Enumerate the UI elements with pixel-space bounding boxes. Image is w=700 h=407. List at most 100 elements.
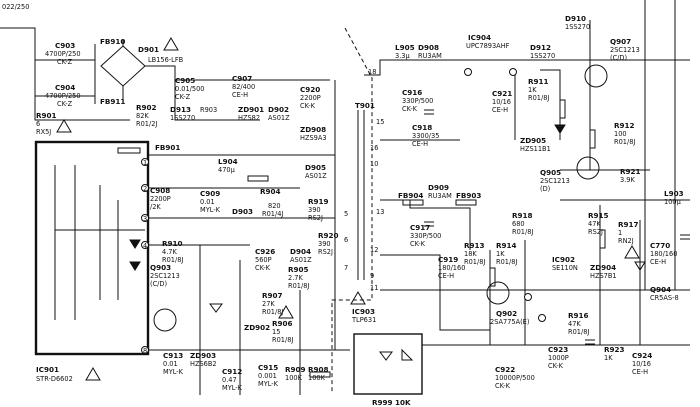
label-c903-value: 4700P/250	[45, 50, 81, 58]
label-c926-type: CK-K	[255, 264, 271, 272]
label-c915: C915	[258, 363, 278, 372]
label-c908: C908	[150, 186, 170, 195]
label-r917: R917	[618, 220, 639, 229]
label-r920b-value: 820	[268, 202, 281, 210]
label-r906: R906	[272, 319, 293, 328]
label-c921-value: 10/16	[492, 98, 511, 106]
label-ic901: IC901	[36, 365, 59, 374]
label-c904-value: 4700P/250	[45, 92, 81, 100]
label-fb901: FB901	[155, 143, 180, 152]
label-ic904-type: UPC7893AHF	[466, 42, 510, 50]
label-q903: Q903	[150, 263, 171, 272]
pin-3: 3	[143, 215, 147, 223]
label-c919-type: CE-H	[438, 272, 454, 280]
pin-1: 1	[143, 159, 147, 167]
label-zd902: ZD902	[244, 323, 270, 332]
label-zd901-type: HZS82	[238, 114, 260, 122]
pin-12: 12	[370, 246, 378, 254]
label-r913-value: 18K	[464, 250, 477, 258]
label-c918-value: 3300/35	[412, 132, 439, 140]
label-zd903: ZD903	[190, 351, 216, 360]
label-r914-type: R01/8J	[496, 258, 517, 266]
label-r914-value: 1K	[496, 250, 505, 258]
label-q905-type: 2SC1213	[540, 177, 570, 185]
label-c770-type: CE-H	[650, 258, 666, 266]
pin-7: 7	[344, 264, 348, 272]
label-ic902: IC902	[552, 255, 575, 264]
label-d904: D904	[290, 247, 311, 256]
label-r905: R905	[288, 265, 309, 274]
label-r905-value: 2.7K	[288, 274, 303, 282]
label-d909: D909	[428, 183, 449, 192]
pin-8: 8	[143, 347, 147, 355]
label-c916: C916	[402, 88, 422, 97]
label-d910-type: 1SS270	[565, 23, 590, 31]
label-r903: R903	[200, 106, 217, 114]
label-r918-value: 680	[512, 220, 525, 228]
label-r911-value: 1K	[528, 86, 537, 94]
label-r919: R919	[308, 197, 329, 206]
label-d905-type: AS01Z	[305, 172, 327, 180]
label-r910-value: 4.7K	[162, 248, 177, 256]
label-r912: R912	[614, 121, 635, 130]
label-r923-value: 1K	[604, 354, 613, 362]
label-c904: C904	[55, 83, 75, 92]
label-r916-type: R01/8J	[568, 328, 589, 336]
label-c905-value: 0.01/500	[175, 85, 205, 93]
label-r902-value: 82K	[136, 112, 149, 120]
label-c913-value: 0.01	[163, 360, 178, 368]
label-zd908: ZD908	[300, 125, 326, 134]
pin-13: 13	[376, 208, 384, 216]
label-l905-value: 3.3μ	[395, 52, 410, 60]
label-zd905: ZD905	[520, 136, 546, 145]
label-r907-value: 27K	[262, 300, 275, 308]
label-q905-class: (D)	[540, 185, 550, 193]
label-d908: D908	[418, 43, 439, 52]
label-q902-type: 2SA775A(E)	[490, 318, 529, 326]
label-zd905-type: HZS11B1	[520, 145, 551, 153]
label-l903-value: 100μ	[664, 198, 682, 206]
label-q903-class: (C/D)	[150, 280, 167, 288]
label-c926: C926	[255, 247, 275, 256]
label-r908-value: 100K	[308, 374, 326, 382]
label-ic903: IC903	[352, 307, 375, 316]
label-l904-value: 470μ	[218, 166, 236, 174]
label-c909-value: 0.01	[200, 198, 215, 206]
label-q905: Q905	[540, 168, 561, 177]
label-d913: D913	[170, 105, 191, 114]
pin-10: 10	[370, 160, 378, 168]
label-c917: C917	[410, 223, 430, 232]
label-r904: R904	[260, 187, 281, 196]
label-ic904: IC904	[468, 33, 491, 42]
label-q907-type: 2SC1213	[610, 46, 640, 54]
label-zd903-type: HZS6B2	[190, 360, 217, 368]
label-d909-type: RU3AM	[428, 192, 452, 200]
label-c922-type: CK-K	[495, 382, 511, 390]
label-d913-type: 1SS270	[170, 114, 195, 122]
label-d902-type: AS01Z	[268, 114, 290, 122]
label-r901: R901	[36, 111, 57, 120]
pin-15: 15	[376, 118, 384, 126]
label-r917-value: 1	[618, 229, 622, 237]
label-r911-type: R01/8J	[528, 94, 549, 102]
label-r916: R916	[568, 311, 589, 320]
label-fb911: FB911	[100, 97, 125, 106]
label-r912-type: R01/8J	[614, 138, 635, 146]
label-r910-type: R01/8J	[162, 256, 183, 264]
label-r912-value: 100	[614, 130, 627, 138]
pin-4: 4	[143, 242, 147, 250]
label-q904: Q904	[650, 285, 671, 294]
label-l904: L904	[218, 157, 238, 166]
label-c920-value: 2200P	[300, 94, 321, 102]
label-d912-type: 1SS270	[530, 52, 555, 60]
label-c917-value: 330P/500	[410, 232, 441, 240]
label-c907-type: CE-H	[232, 91, 248, 99]
label-zd908-type: HZS9A3	[300, 134, 327, 142]
label-c909: C909	[200, 189, 220, 198]
label-c913-type: MYL-K	[163, 368, 184, 376]
label-r901-type: RX5J	[36, 128, 51, 136]
label-q904-type: CR5AS-8	[650, 294, 679, 302]
label-r918-type: R01/8J	[512, 228, 533, 236]
label-d912: D912	[530, 43, 551, 52]
